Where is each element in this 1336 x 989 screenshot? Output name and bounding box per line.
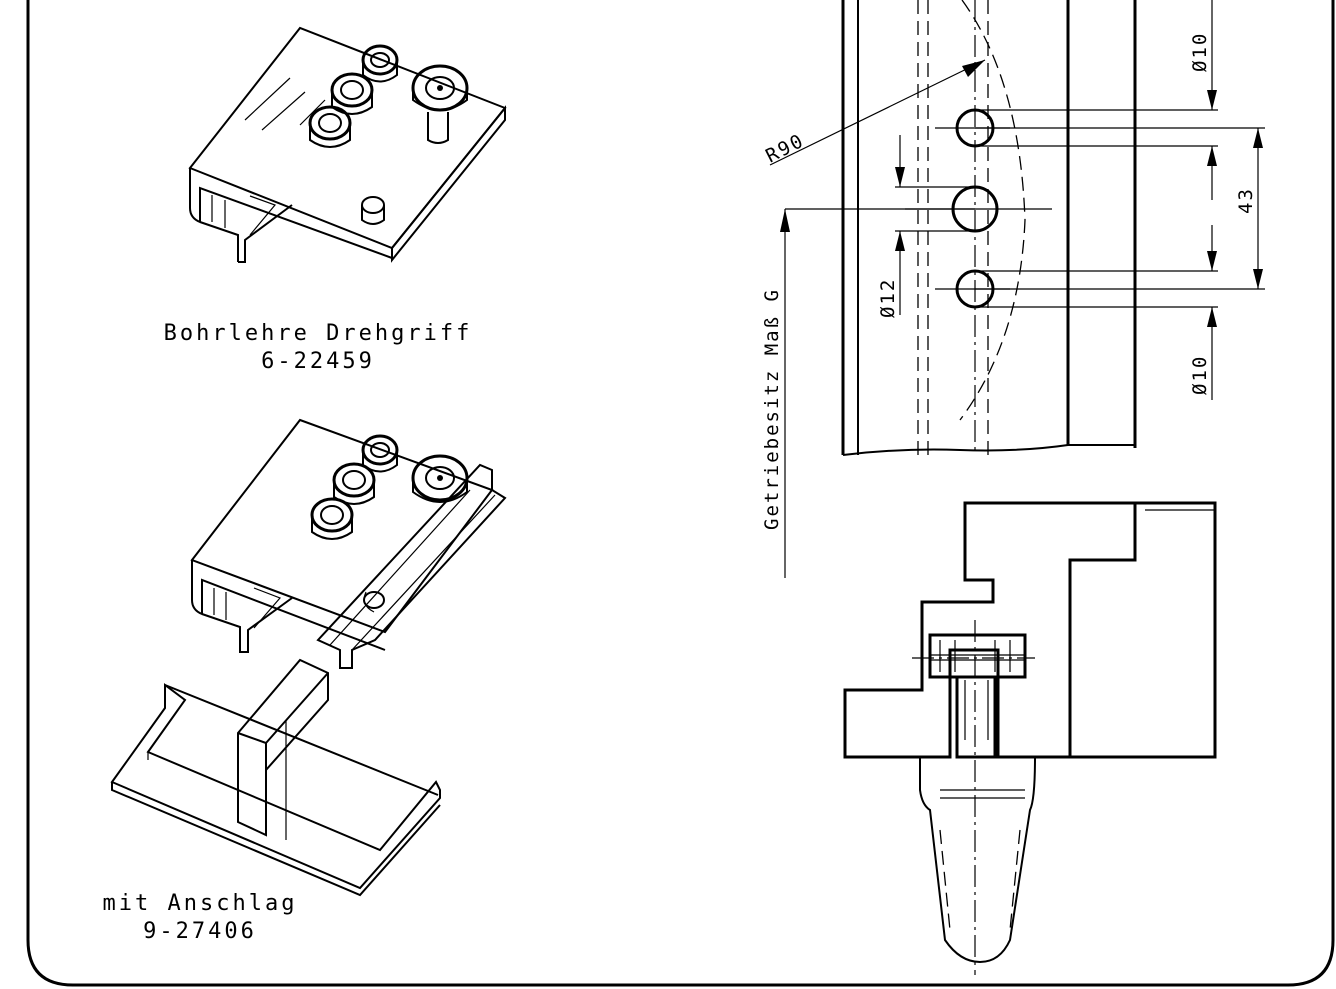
iso-view-drill-jig: [188, 26, 507, 263]
part2-number: 9-27406: [143, 919, 257, 944]
assembly-section-view: [843, 501, 1217, 975]
part1-name: Bohrlehre Drehgriff: [164, 321, 473, 346]
iso-view-with-stop: [110, 418, 507, 897]
dim-radius: R90: [762, 130, 808, 168]
part2-name: mit Anschlag: [103, 891, 298, 916]
dim-dia-top: Ø10: [1189, 32, 1211, 72]
dimension-lines: [769, 0, 1265, 578]
dim-spacing: 43: [1235, 187, 1257, 214]
dim-dia-middle: Ø12: [877, 278, 899, 318]
dim-dia-bottom: Ø10: [1189, 355, 1211, 395]
part1-number: 6-22459: [261, 349, 375, 374]
tube-section-view: [841, 0, 1137, 456]
drawing-frame: [26, 0, 1335, 987]
dim-gear-seat: Getriebesitz Maß G: [761, 288, 783, 530]
